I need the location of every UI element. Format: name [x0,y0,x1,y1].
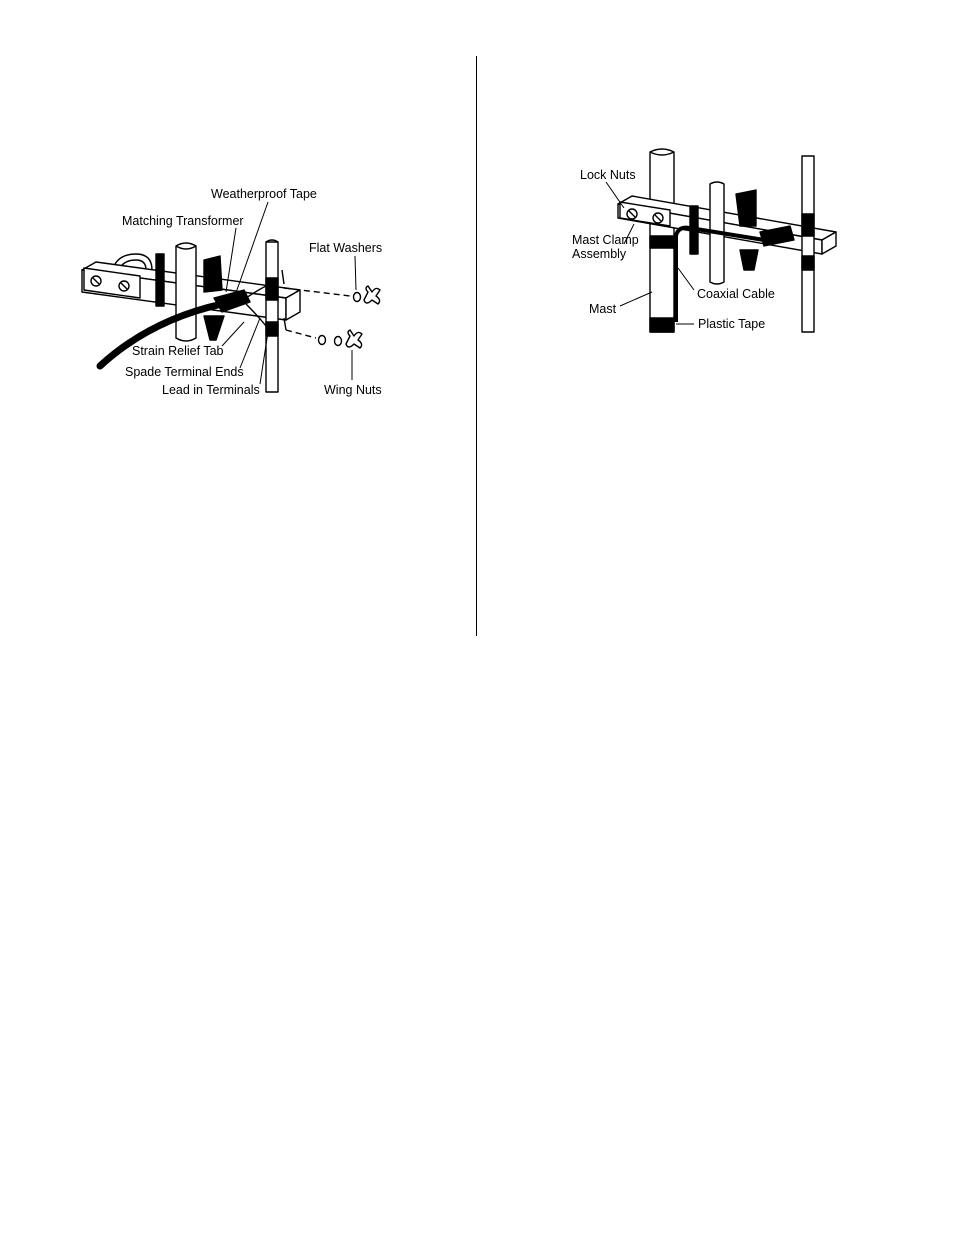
label-mast-clamp-assembly: Mast Clamp Assembly [572,233,662,261]
label-weatherproof-tape: Weatherproof Tape [211,187,317,201]
label-lock-nuts: Lock Nuts [580,168,636,182]
label-wing-nuts: Wing Nuts [324,383,382,397]
label-spade-terminal-ends: Spade Terminal Ends [125,365,244,379]
label-flat-washers: Flat Washers [309,241,382,255]
label-lead-in-terminals: Lead in Terminals [162,383,260,397]
label-strain-relief-tab: Strain Relief Tab [132,344,224,358]
label-coaxial-cable: Coaxial Cable [697,287,775,301]
label-matching-transformer: Matching Transformer [122,214,244,228]
label-plastic-tape: Plastic Tape [698,317,765,331]
label-mast: Mast [589,302,616,316]
